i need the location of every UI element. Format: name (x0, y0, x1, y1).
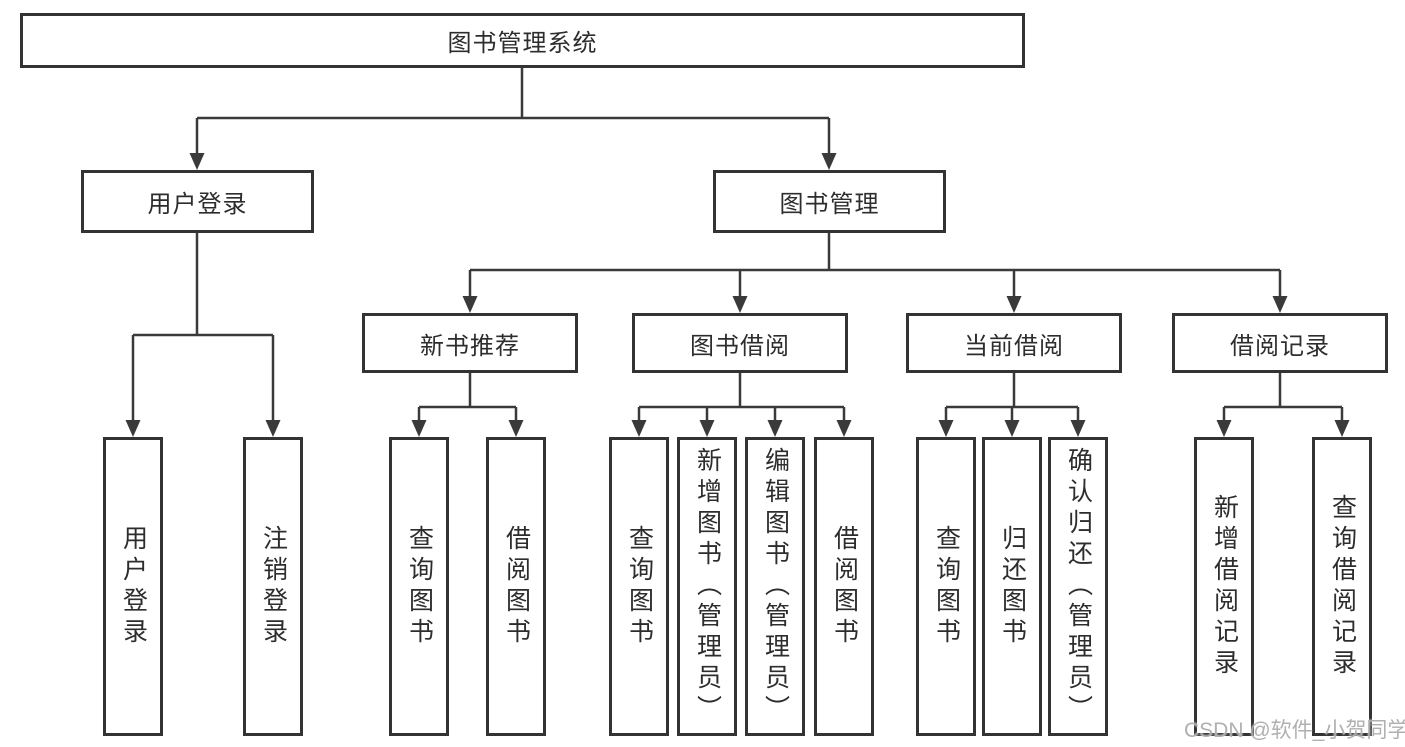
leaf-records-add-record: 新增借阅记录 (1194, 437, 1254, 736)
leaf-user-login: 用户登录 (103, 437, 163, 736)
node-book-management: 图书管理 (713, 170, 946, 233)
leaf-current-query-books: 查询图书 (916, 437, 976, 736)
leaf-logout-login: 注销登录 (243, 437, 303, 736)
node-new-book-recommendation: 新书推荐 (362, 313, 578, 373)
connector-borrowing-to-leaves (631, 373, 852, 437)
csdn-watermark: CSDN @软件_小贺同学 (1184, 719, 1405, 742)
leaf-borrowing-borrow-books-label: 借阅图书 (830, 524, 859, 649)
leaf-records-add-record-label: 新增借阅记录 (1210, 493, 1239, 680)
leaf-borrowing-borrow-books: 借阅图书 (814, 437, 874, 736)
connector-current-to-leaves (938, 373, 1086, 437)
node-borrowing-records: 借阅记录 (1172, 313, 1388, 373)
leaf-user-login-label: 用户登录 (119, 524, 148, 649)
leaf-recommend-borrow-books: 借阅图书 (486, 437, 546, 736)
leaf-borrowing-query-books: 查询图书 (609, 437, 669, 736)
leaf-records-query-record-label: 查询借阅记录 (1328, 493, 1357, 680)
leaf-current-confirm-return-admin-label: 确认归还（管理员） (1064, 447, 1093, 726)
node-root: 图书管理系统 (20, 13, 1025, 68)
leaf-recommend-query-books: 查询图书 (389, 437, 449, 736)
connector-root-to-level2 (189, 68, 837, 170)
leaf-recommend-borrow-books-label: 借阅图书 (502, 524, 531, 649)
connector-user-login-to-leaves (125, 233, 281, 437)
connector-records-to-leaves (1216, 373, 1350, 437)
leaf-current-return-books: 归还图书 (982, 437, 1042, 736)
node-book-borrowing: 图书借阅 (632, 313, 848, 373)
leaf-recommend-query-books-label: 查询图书 (405, 524, 434, 649)
node-user-login: 用户登录 (81, 170, 314, 233)
leaf-borrowing-add-books-admin-label: 新增图书（管理员） (693, 447, 722, 726)
leaf-borrowing-edit-books-admin: 编辑图书（管理员） (745, 437, 805, 736)
leaf-borrowing-query-books-label: 查询图书 (625, 524, 654, 649)
leaf-current-query-books-label: 查询图书 (932, 524, 961, 649)
leaf-current-confirm-return-admin: 确认归还（管理员） (1048, 437, 1108, 736)
leaf-logout-login-label: 注销登录 (259, 524, 288, 649)
node-current-borrowing: 当前借阅 (906, 313, 1122, 373)
connector-recommendation-to-leaves (411, 373, 524, 437)
leaf-records-query-record: 查询借阅记录 (1312, 437, 1372, 736)
leaf-borrowing-add-books-admin: 新增图书（管理员） (677, 437, 737, 736)
leaf-borrowing-edit-books-admin-label: 编辑图书（管理员） (761, 447, 790, 726)
connector-book-management-to-level3 (462, 233, 1288, 313)
leaf-current-return-books-label: 归还图书 (998, 524, 1027, 649)
